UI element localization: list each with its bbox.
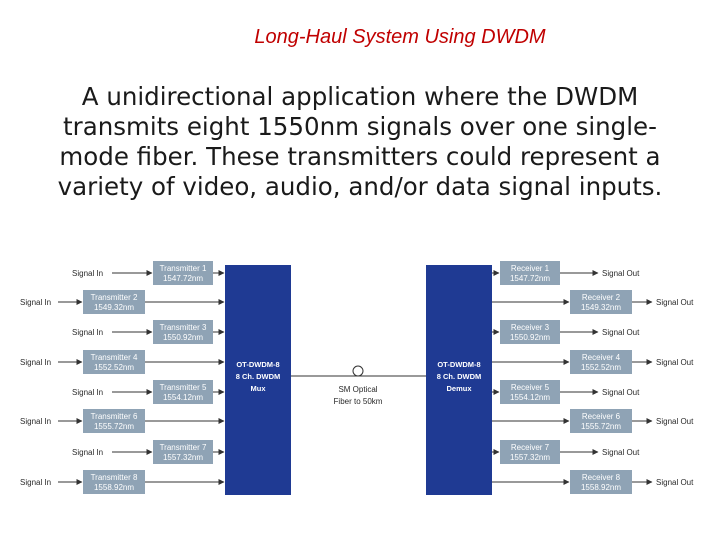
- signal-out-label: Signal Out: [602, 269, 640, 278]
- receiver-name: Receiver 1: [511, 264, 550, 273]
- receiver-wavelength: 1552.52nm: [581, 363, 621, 372]
- signal-out-label: Signal Out: [602, 388, 640, 397]
- transmitter-name: Transmitter 8: [91, 473, 138, 482]
- fiber-spool-icon: [352, 365, 364, 377]
- signal-in-label: Signal In: [72, 388, 103, 397]
- receiver-wavelength: 1558.92nm: [581, 483, 621, 492]
- transmitter-name: Transmitter 6: [91, 412, 138, 421]
- receiver-name: Receiver 4: [582, 353, 621, 362]
- transmitter-wavelength: 1555.72nm: [94, 422, 134, 431]
- transmitter-box: [83, 409, 145, 433]
- receiver-name: Receiver 8: [582, 473, 621, 482]
- transmitter-box: [153, 380, 213, 404]
- receiver-wavelength: 1549.32nm: [581, 303, 621, 312]
- mux-unit: [225, 265, 291, 495]
- receiver-box: [500, 320, 560, 344]
- signal-in-label: Signal In: [72, 269, 103, 278]
- signal-out-label: Signal Out: [656, 358, 694, 367]
- transmitter-box: [83, 350, 145, 374]
- signal-out-label: Signal Out: [602, 328, 640, 337]
- transmitter-wavelength: 1552.52nm: [94, 363, 134, 372]
- receiver-box: [570, 290, 632, 314]
- transmitter-wavelength: 1549.32nm: [94, 303, 134, 312]
- signal-in-label: Signal In: [20, 478, 51, 487]
- transmitter-name: Transmitter 1: [160, 264, 207, 273]
- demux-label-line-2: 8 Ch. DWDM: [437, 372, 482, 381]
- signal-in-label: Signal In: [20, 417, 51, 426]
- signal-out-label: Signal Out: [656, 417, 694, 426]
- receiver-box: [570, 470, 632, 494]
- transmitter-name: Transmitter 3: [160, 323, 207, 332]
- receiver-box: [500, 380, 560, 404]
- transmitter-box: [153, 261, 213, 285]
- signal-in-label: Signal In: [72, 448, 103, 457]
- slide-body-text: A unidirectional application where the D…: [57, 82, 663, 201]
- receiver-wavelength: 1554.12nm: [510, 393, 550, 402]
- transmitter-wavelength: 1557.32nm: [163, 453, 203, 462]
- signal-out-label: Signal Out: [602, 448, 640, 457]
- mux-label-line-1: OT-DWDM-8: [236, 360, 279, 369]
- transmitter-name: Transmitter 2: [91, 293, 138, 302]
- transmitter-box: [83, 290, 145, 314]
- demux-unit: [426, 265, 492, 495]
- demux-label-line-1: OT-DWDM-8: [437, 360, 480, 369]
- signal-out-label: Signal Out: [656, 298, 694, 307]
- transmitter-name: Transmitter 4: [91, 353, 138, 362]
- receiver-name: Receiver 3: [511, 323, 550, 332]
- mux-label-line-3: Mux: [251, 384, 267, 393]
- receiver-name: Receiver 7: [511, 443, 550, 452]
- transmitter-wavelength: 1554.12nm: [163, 393, 203, 402]
- fiber-label-line-2: Fiber to 50km: [334, 397, 383, 406]
- transmitter-wavelength: 1547.72nm: [163, 274, 203, 283]
- receiver-box: [570, 350, 632, 374]
- receiver-name: Receiver 2: [582, 293, 621, 302]
- slide-title: Long-Haul System Using DWDM: [254, 26, 546, 48]
- transmitter-box: [153, 440, 213, 464]
- demux-label-line-3: Demux: [446, 384, 472, 393]
- transmitter-box: [153, 320, 213, 344]
- signal-out-label: Signal Out: [656, 478, 694, 487]
- transmitter-name: Transmitter 7: [160, 443, 207, 452]
- transmitter-wavelength: 1558.92nm: [94, 483, 134, 492]
- transmitter-wavelength: 1550.92nm: [163, 333, 203, 342]
- receiver-box: [500, 261, 560, 285]
- receiver-wavelength: 1550.92nm: [510, 333, 550, 342]
- receiver-name: Receiver 6: [582, 412, 621, 421]
- signal-in-label: Signal In: [20, 358, 51, 367]
- transmitter-name: Transmitter 5: [160, 383, 207, 392]
- receiver-box: [570, 409, 632, 433]
- fiber-label-line-1: SM Optical: [338, 385, 377, 394]
- signal-in-label: Signal In: [20, 298, 51, 307]
- receiver-name: Receiver 5: [511, 383, 550, 392]
- receiver-box: [500, 440, 560, 464]
- receiver-wavelength: 1555.72nm: [581, 422, 621, 431]
- signal-in-label: Signal In: [72, 328, 103, 337]
- mux-label-line-2: 8 Ch. DWDM: [236, 372, 281, 381]
- receiver-wavelength: 1557.32nm: [510, 453, 550, 462]
- transmitter-box: [83, 470, 145, 494]
- receiver-wavelength: 1547.72nm: [510, 274, 550, 283]
